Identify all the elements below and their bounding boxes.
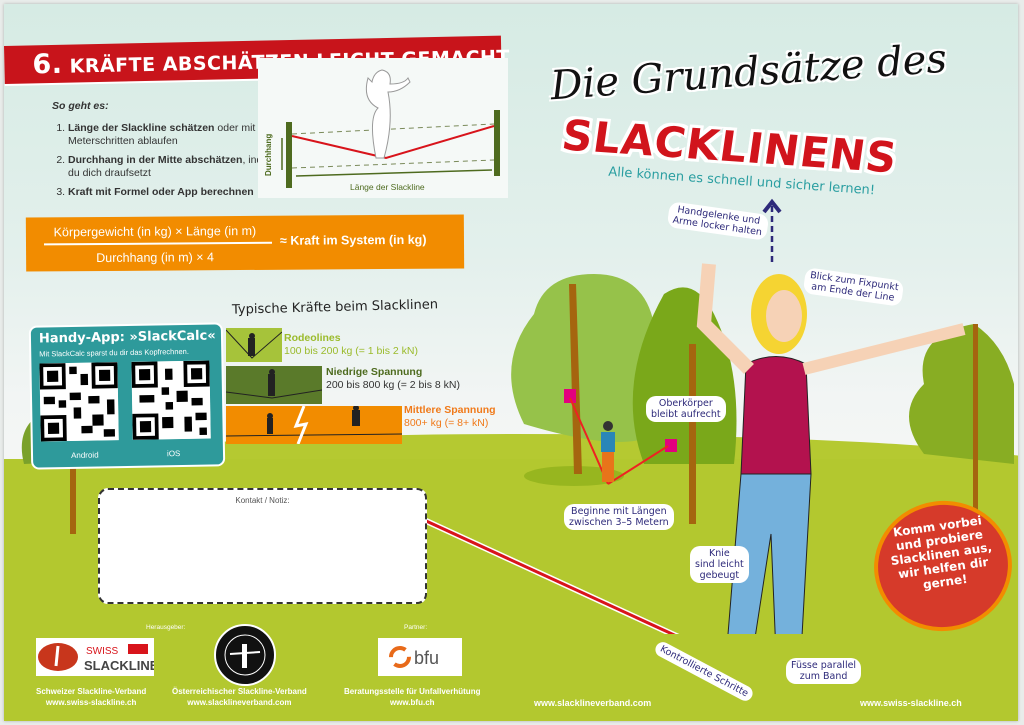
footer-url-right[interactable]: www.swiss-slackline.ch bbox=[860, 698, 962, 708]
force-name: Mittlere Spannung bbox=[404, 404, 496, 416]
slacklineverband-logo-icon bbox=[224, 634, 266, 676]
org-bfu: Beratungsstelle für Unfallverhütung www.b… bbox=[344, 686, 480, 708]
force-value: 100 bis 200 kg (= 1 bis 2 kN) bbox=[284, 345, 418, 357]
force-name: Niedrige Spannung bbox=[326, 366, 423, 378]
slackline-sag-illustration bbox=[281, 69, 500, 188]
length-label: Länge der Slackline bbox=[350, 182, 425, 192]
note-label: Kontakt / Notiz: bbox=[235, 496, 290, 505]
step-item: Länge der Slackline schätzen oder mit Me… bbox=[68, 122, 282, 148]
footer-url-center[interactable]: www.slacklineverband.com bbox=[534, 698, 652, 708]
app-title: Handy-App: »SlackCalc« bbox=[38, 328, 216, 347]
how-to-steps: So geht es: Länge der Slackline schätzen… bbox=[52, 100, 282, 205]
bfu-logo-icon: bfu bbox=[389, 646, 439, 668]
bfu-logo[interactable]: bfu bbox=[378, 638, 462, 676]
org-swiss-slackline: Schweizer Slackline-Verband www.swiss-sla… bbox=[36, 686, 146, 708]
callout-wrists: Handgelenke und Arme locker halten bbox=[666, 201, 770, 241]
org-slacklineverband: Österreichischer Slackline-Verband www.sl… bbox=[172, 686, 307, 708]
formula-numerator: Körpergewicht (in kg) × Länge (in m) bbox=[53, 223, 257, 240]
svg-text:SLACKLINE: SLACKLINE bbox=[84, 658, 154, 673]
trees-illustration bbox=[21, 263, 1014, 634]
partner-label: Partner: bbox=[404, 624, 428, 631]
sag-label: Durchhang bbox=[264, 133, 273, 176]
badge-text: Komm vorbei und probiere Slacklinen aus,… bbox=[889, 513, 993, 592]
how-to-heading: So geht es: bbox=[52, 100, 109, 112]
force-formula: Körpergewicht (in kg) × Länge (in m) Dur… bbox=[25, 214, 465, 272]
low-tension-image bbox=[225, 366, 323, 404]
callout-upper-body: Oberkörper bleibt aufrecht bbox=[646, 396, 726, 422]
formula-result: ≈ Kraft im System (in kg) bbox=[279, 232, 427, 248]
svg-text:bfu: bfu bbox=[414, 648, 439, 668]
org-url[interactable]: www.bfu.ch bbox=[389, 698, 435, 707]
contact-note-box[interactable]: Kontakt / Notiz: bbox=[98, 488, 427, 604]
slacklineverband-logo[interactable] bbox=[214, 624, 276, 686]
ios-label: iOS bbox=[166, 449, 181, 459]
step-rest: oder mit Meterschritten ablaufen bbox=[68, 122, 256, 147]
org-url[interactable]: www.swiss-slackline.ch bbox=[45, 698, 137, 707]
callout-feet: Füsse parallel zum Band bbox=[786, 658, 862, 684]
qr-code-icon bbox=[131, 360, 211, 440]
headline-line1: Die Grundsätze des bbox=[548, 35, 949, 110]
step-bold: Länge der Slackline schätzen bbox=[68, 122, 215, 134]
org-name: Österreichischer Slackline-Verband bbox=[172, 687, 307, 696]
section-number: 6. bbox=[32, 48, 63, 81]
flyer-page: 6. Kräfte abschätzen leicht gemacht So g… bbox=[4, 4, 1018, 721]
slackcalc-app-box: Handy-App: »SlackCalc« Mit SlackCalc spa… bbox=[28, 322, 226, 470]
org-url[interactable]: www.slacklineverband.com bbox=[187, 698, 292, 707]
step-bold: Kraft mit Formel oder App berechnen bbox=[68, 186, 254, 198]
android-label: Android bbox=[70, 450, 99, 460]
force-value: 800+ kg (= 8+ kN) bbox=[404, 417, 489, 429]
force-name: Rodeolines bbox=[284, 332, 341, 344]
callout-start-length: Beginne mit Längen zwischen 3–5 Metern bbox=[564, 504, 674, 530]
ios-qr-code[interactable] bbox=[131, 360, 211, 440]
qr-code-icon bbox=[39, 362, 119, 442]
callout-knees: Knie sind leicht gebeugt bbox=[690, 546, 749, 583]
fraction-line bbox=[43, 241, 273, 246]
rodeoline-image bbox=[225, 328, 283, 362]
medium-tension-image bbox=[225, 405, 403, 445]
svg-text:SWISS: SWISS bbox=[86, 646, 119, 657]
arrow-up-icon bbox=[762, 198, 782, 262]
force-value: 200 bis 800 kg (= 2 bis 8 kN) bbox=[326, 379, 460, 391]
publisher-label: Herausgeber: bbox=[146, 624, 186, 631]
step-item: Durchhang in der Mitte abschätzen, indem… bbox=[68, 154, 282, 180]
org-name: Beratungsstelle für Unfallverhütung bbox=[344, 687, 481, 696]
formula-denominator: Durchhang (in m) × 4 bbox=[96, 250, 215, 266]
step-bold: Durchhang in der Mitte abschätzen bbox=[68, 154, 243, 166]
org-name: Schweizer Slackline-Verband bbox=[36, 687, 147, 696]
android-qr-code[interactable] bbox=[39, 362, 119, 442]
app-subtitle: Mit SlackCalc sparst du dir das Kopfrech… bbox=[39, 346, 189, 359]
step-item: Kraft mit Formel oder App berechnen bbox=[68, 186, 282, 199]
sag-diagram: Durchhang Länge der Slackline bbox=[258, 58, 508, 198]
